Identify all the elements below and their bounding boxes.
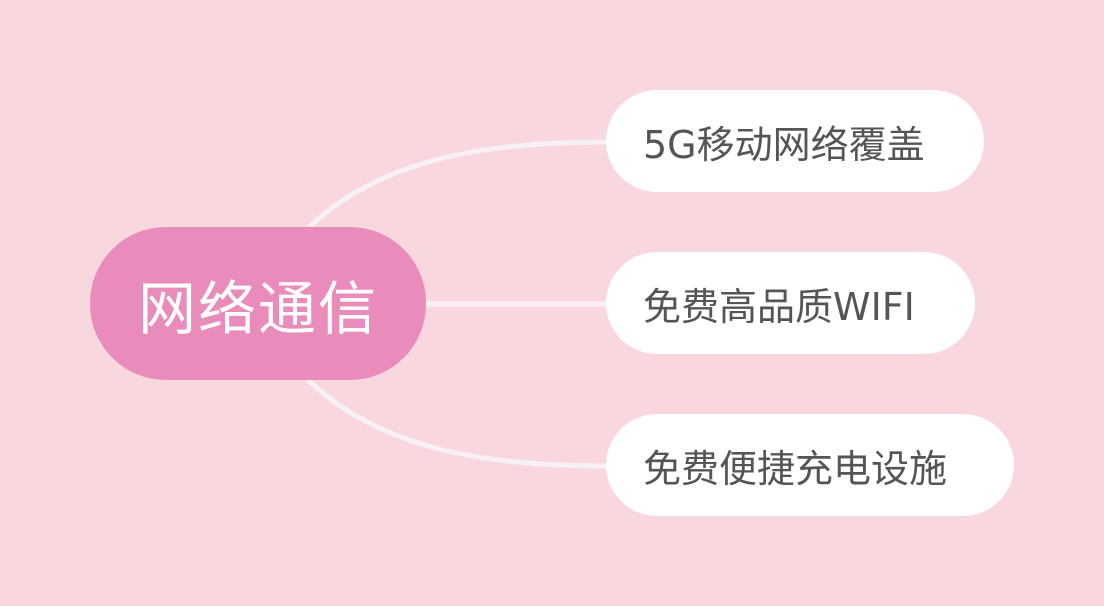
connector-top bbox=[305, 139, 611, 231]
branch-node-free-wifi[interactable]: 免费高品质WIFI bbox=[606, 252, 975, 354]
root-label: 网络通信 bbox=[137, 274, 378, 343]
branch-node-charging[interactable]: 免费便捷充电设施 bbox=[606, 414, 1014, 516]
branch-label: 5G移动网络覆盖 bbox=[643, 122, 925, 167]
branch-label: 免费高品质WIFI bbox=[643, 284, 915, 329]
connector-bottom bbox=[305, 377, 611, 469]
branch-label: 免费便捷充电设施 bbox=[643, 446, 948, 491]
root-node[interactable]: 网络通信 bbox=[90, 227, 426, 380]
branch-node-5g-coverage[interactable]: 5G移动网络覆盖 bbox=[606, 90, 984, 192]
